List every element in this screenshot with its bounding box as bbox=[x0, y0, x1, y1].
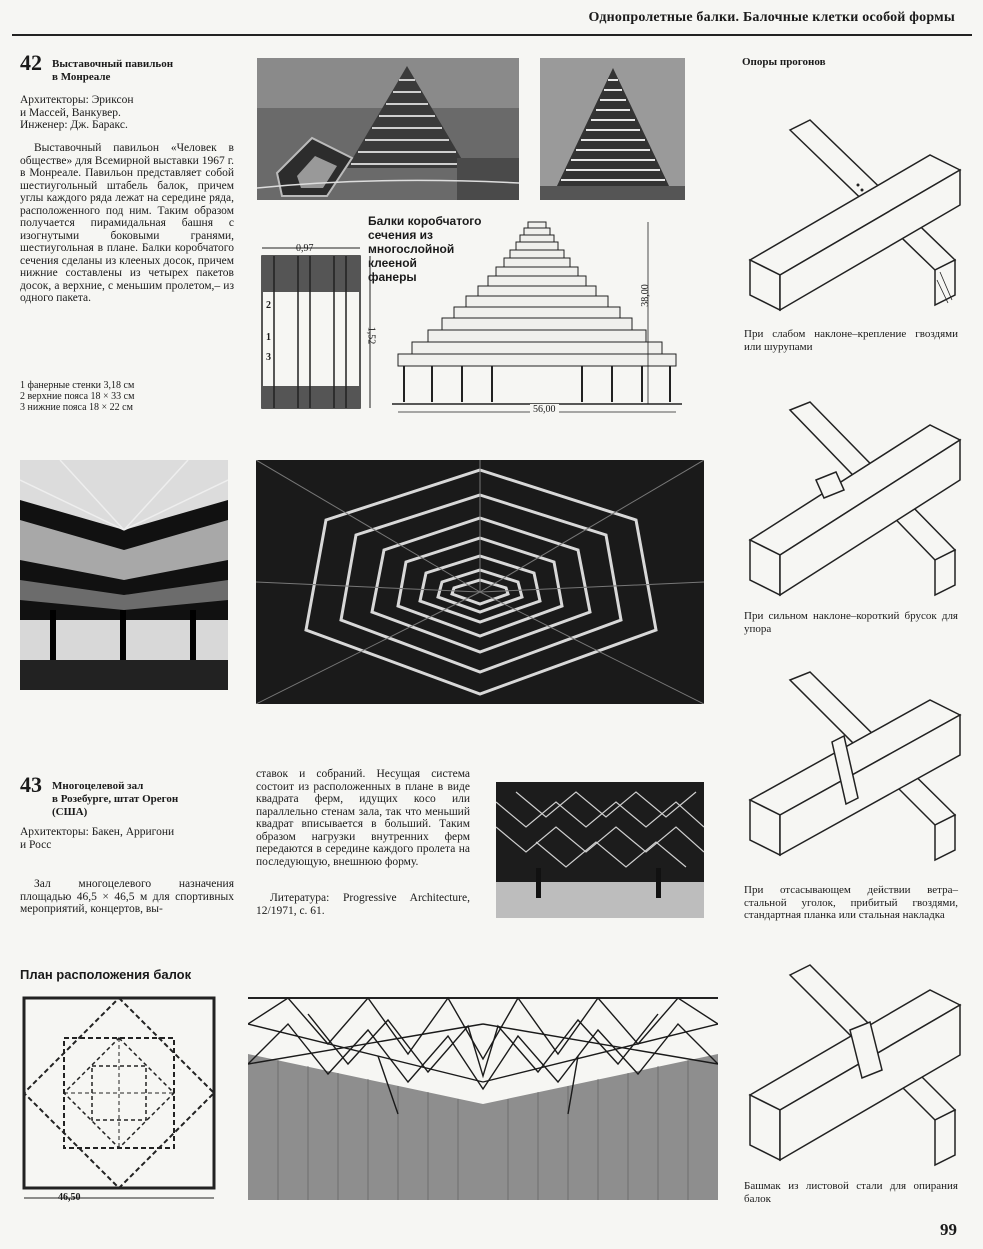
purlin-support-shoe-drawing bbox=[740, 960, 970, 1170]
section-42-body: Выставочный павильон «Человек в обществе… bbox=[20, 142, 234, 304]
drawing-label-line: фанеры bbox=[368, 270, 417, 284]
dim-width: 0,97 bbox=[296, 243, 314, 254]
section-43-title-line3: (США) bbox=[52, 806, 88, 818]
section-42-title: Выставочный павильон в Монреале bbox=[52, 58, 232, 84]
section-43-title-line2: в Розебурге, штат Орегон bbox=[52, 793, 179, 805]
drawing-label-line: многослойной bbox=[368, 242, 455, 256]
legend-item: 1 фанерные стенки 3,18 см bbox=[20, 380, 135, 391]
running-header: Однопролетные балки. Балочные клетки осо… bbox=[588, 10, 955, 25]
credit-line: Инженер: Дж. Баракс. bbox=[20, 119, 128, 131]
section-42-credits: Архитекторы: Эриксон и Массей, Ванкувер.… bbox=[20, 94, 235, 132]
section-43-body-col1: Зал многоцелевого назначения площадью 46… bbox=[20, 878, 234, 915]
section-43-title-line1: Многоцелевой зал bbox=[52, 780, 144, 792]
plan-title: План расположения балок bbox=[20, 967, 192, 982]
caption-shoe: Башмак из листовой стали для опирания ба… bbox=[744, 1180, 958, 1205]
credit-line: и Росс bbox=[20, 838, 52, 851]
tower-elevation-drawing bbox=[392, 218, 682, 418]
section-43-title: Многоцелевой зал в Розебурге, штат Орего… bbox=[52, 780, 237, 819]
section-42-title-line1: Выставочный павильон bbox=[52, 58, 174, 70]
drawing-label-line: Балки коробчатого bbox=[368, 214, 482, 228]
credit-line: и Массей, Ванкувер. bbox=[20, 106, 121, 119]
photo-pavilion-aerial bbox=[257, 58, 519, 200]
drawing-label-line: клееной bbox=[368, 256, 417, 270]
caption-angle: При отсасывающем действии ветра–стальной… bbox=[744, 884, 958, 921]
beam-layout-plan bbox=[14, 984, 236, 1206]
section-42-number: 42 bbox=[20, 50, 42, 75]
page-number: 99 bbox=[940, 1220, 957, 1239]
box-section-drawing bbox=[252, 240, 382, 416]
sidebar-title: Опоры прогонов bbox=[742, 56, 826, 68]
photo-pavilion-interior-ceiling bbox=[256, 460, 704, 704]
credit-line: Архитекторы: Эриксон bbox=[20, 94, 134, 106]
header-rule bbox=[12, 34, 972, 36]
dim-height: 1,52 bbox=[365, 326, 377, 345]
legend-item: 3 нижние пояса 18 × 22 см bbox=[20, 402, 133, 413]
purlin-support-angle-drawing bbox=[740, 670, 970, 880]
beam-drawing-label: Балки коробчатого сечения из многослойно… bbox=[368, 214, 481, 284]
hall-truss-perspective-drawing bbox=[248, 964, 718, 1200]
marker-1: 1 bbox=[266, 332, 271, 343]
photo-pavilion-tower bbox=[540, 58, 685, 200]
caption-nailed: При слабом наклоне–крепление гвоздями ил… bbox=[744, 328, 958, 353]
section-42-title-line2: в Монреале bbox=[52, 71, 111, 83]
photo-pavilion-interior-left bbox=[20, 460, 228, 690]
caption-block: При сильном наклоне–короткий брусок для … bbox=[744, 610, 958, 635]
photo-hall-interior bbox=[496, 782, 704, 918]
purlin-support-nailed-drawing bbox=[740, 110, 970, 320]
section-43-credits: Архитекторы: Бакен, Арригони и Росс bbox=[20, 826, 238, 851]
purlin-support-block-drawing bbox=[740, 400, 970, 610]
marker-3: 3 bbox=[266, 352, 271, 363]
section-42-legend: 1 фанерные стенки 3,18 см 2 верхние пояс… bbox=[20, 380, 235, 413]
section-43-body-col2: ставок и собраний. Несущая система состо… bbox=[256, 768, 470, 868]
section-43-literature: Литература: Progressive Architecture, 12… bbox=[256, 892, 470, 917]
section-43-number: 43 bbox=[20, 772, 42, 797]
marker-2: 2 bbox=[266, 300, 271, 311]
dim-tower-width: 56,00 bbox=[530, 404, 559, 415]
plan-dimension: 46,50 bbox=[58, 1192, 81, 1203]
legend-item: 2 верхние пояса 18 × 33 см bbox=[20, 391, 135, 402]
drawing-label-line: сечения из bbox=[368, 228, 433, 242]
dim-tower-height: 38,00 bbox=[639, 284, 651, 307]
credit-line: Архитекторы: Бакен, Арригони bbox=[20, 826, 175, 838]
